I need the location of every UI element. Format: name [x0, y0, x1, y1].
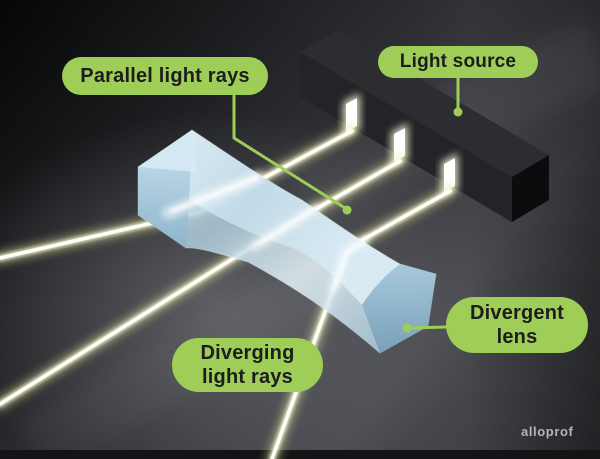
- callout-dot: [402, 323, 412, 333]
- callout-light-source: [453, 76, 463, 117]
- divergent-lens: [137, 129, 437, 354]
- lens-top-surface: [138, 130, 400, 305]
- callout-divergent-lens: [402, 323, 448, 333]
- label-light-source: Light source: [378, 46, 538, 78]
- alloprof-watermark: alloprof: [521, 424, 574, 439]
- label-parallel-light-rays: Parallel light rays: [62, 57, 268, 95]
- lens-right-end: [362, 264, 436, 353]
- box-top-face: [300, 30, 549, 177]
- callout-dot: [453, 107, 463, 117]
- callout-parallel-light-rays: [232, 93, 352, 215]
- callout-dot: [342, 205, 352, 215]
- label-diverging-light-rays: Diverging light rays: [172, 338, 323, 392]
- bottom-shadow-strip: [0, 450, 600, 459]
- slit-2: [391, 122, 408, 168]
- label-divergent-lens: Divergent lens: [446, 297, 588, 353]
- lens-left-end-highlight: [138, 130, 197, 172]
- callouts: [232, 76, 463, 333]
- lens-internal-beams: [161, 170, 371, 292]
- slit-3: [441, 152, 458, 198]
- light-source-slits: [343, 92, 458, 198]
- box-end-face: [512, 155, 549, 222]
